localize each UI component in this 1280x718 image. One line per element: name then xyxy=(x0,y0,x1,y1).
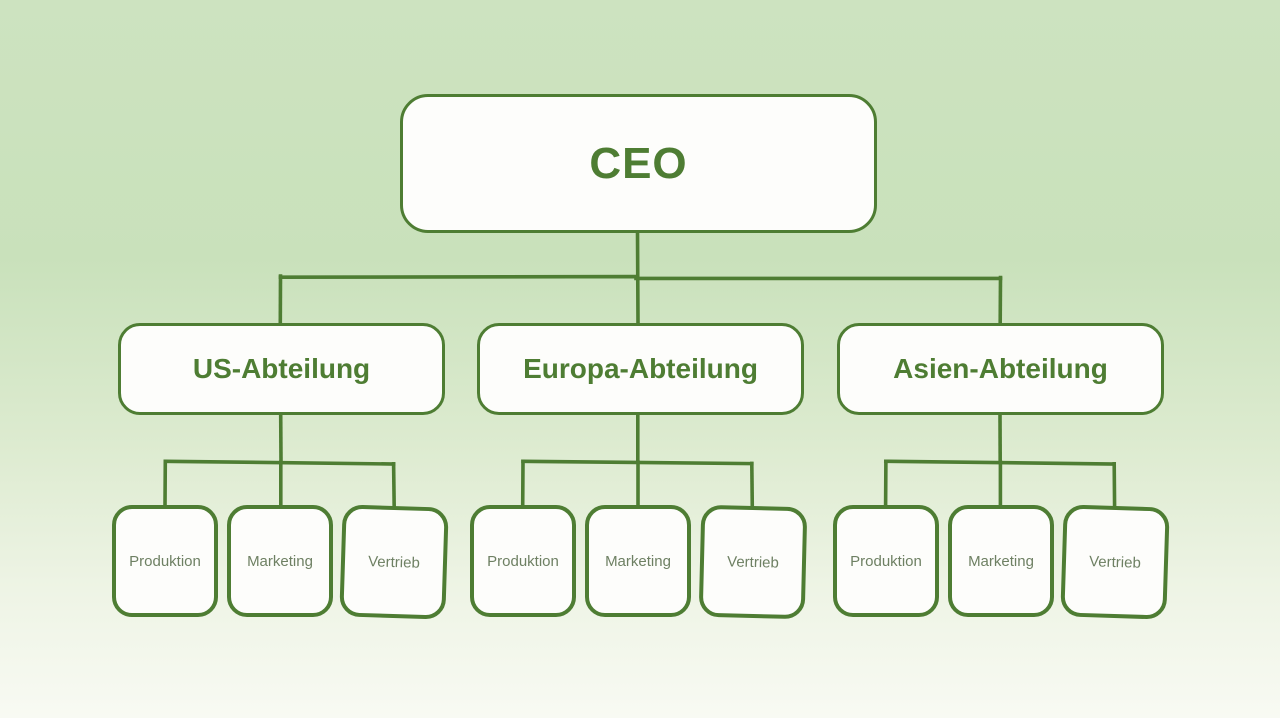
division-node-asien: Asien-Abteilung xyxy=(837,323,1164,415)
child-node-europa-produktion: Produktion xyxy=(470,505,576,617)
connector-europa-drop-3 xyxy=(749,461,755,510)
child-europa-vertrieb-label: Vertrieb xyxy=(726,552,780,572)
division-europa-label: Europa-Abteilung xyxy=(523,353,758,384)
connector-top-bar xyxy=(278,274,1003,281)
child-us-vertrieb-label: Vertrieb xyxy=(367,552,421,572)
ceo-node: CEO xyxy=(400,94,877,233)
division-asien-label: Asien-Abteilung xyxy=(893,353,1108,384)
child-asien-marketing-label: Marketing xyxy=(968,552,1034,570)
ceo-label: CEO xyxy=(589,138,688,188)
child-node-asien-vertrieb: Vertrieb xyxy=(1060,504,1170,620)
child-us-produktion-label: Produktion xyxy=(129,552,201,570)
child-asien-produktion-label: Produktion xyxy=(850,552,922,570)
connector-us-drop-3 xyxy=(391,461,397,510)
child-node-us-vertrieb: Vertrieb xyxy=(339,504,449,620)
child-node-us-marketing: Marketing xyxy=(227,505,333,617)
division-node-us: US-Abteilung xyxy=(118,323,445,415)
division-us-label: US-Abteilung xyxy=(192,353,371,384)
child-node-us-produktion: Produktion xyxy=(112,505,218,617)
child-asien-vertrieb-label: Vertrieb xyxy=(1088,552,1142,572)
child-node-europa-marketing: Marketing xyxy=(585,505,691,617)
child-node-asien-produktion: Produktion xyxy=(833,505,939,617)
division-node-europa: Europa-Abteilung xyxy=(477,323,804,415)
child-europa-marketing-label: Marketing xyxy=(605,552,671,570)
child-europa-produktion-label: Produktion xyxy=(487,552,559,570)
child-node-asien-marketing: Marketing xyxy=(948,505,1054,617)
child-us-marketing-label: Marketing xyxy=(247,552,313,570)
child-node-europa-vertrieb: Vertrieb xyxy=(698,504,808,620)
